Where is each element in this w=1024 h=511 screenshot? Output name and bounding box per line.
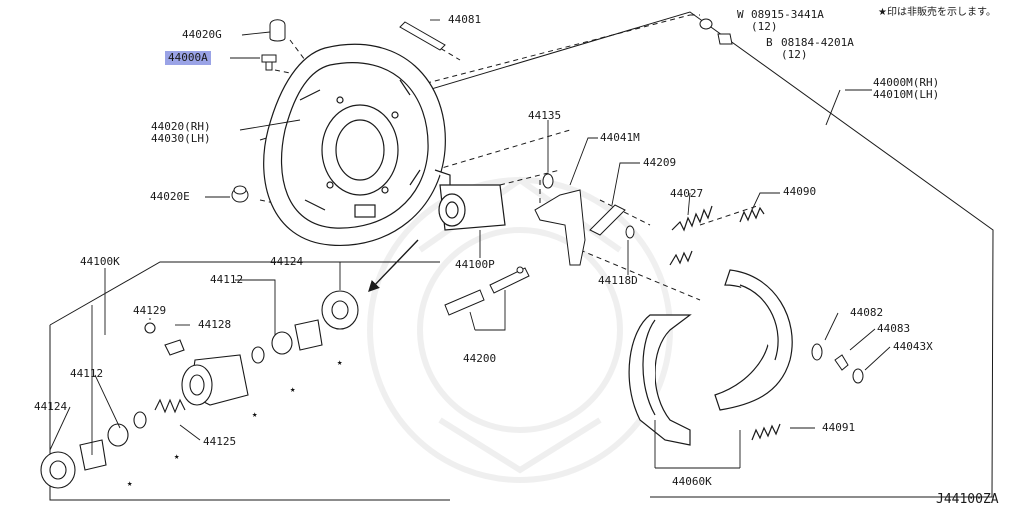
label-08184-4201a[interactable]: 08184-4201A [781,36,854,49]
assembly-arrow [368,239,419,293]
leader-lines [49,19,891,469]
spring-lower [669,250,693,266]
label-44135[interactable]: 44135 [528,109,562,122]
label-44091[interactable]: 44091 [822,421,856,434]
qty-08915: (12) [751,20,778,33]
parking-lever [534,189,586,266]
qty-08184: (12) [781,48,808,61]
not-sold-note: ★印は非販売を示します。 [878,7,996,18]
brake-shoe-front [628,314,692,446]
dashed-guides [259,14,761,301]
washer-08915 [699,18,713,30]
label-44020-rh[interactable]: 44020(RH) [151,120,211,133]
clip-44135 [542,173,554,189]
label-44041m[interactable]: 44041M [600,131,640,144]
hold-down-parts [811,343,864,384]
brake-shoe-rear [714,269,793,411]
label-44027[interactable]: 44027 [670,187,704,200]
adjuster-assembly [444,266,530,316]
label-44000a[interactable]: 44000A [165,51,211,65]
not-sold-star: ★ [252,410,258,420]
label-44020g[interactable]: 44020G [182,28,222,41]
label-44124-top[interactable]: 44124 [270,255,304,268]
label-44090[interactable]: 44090 [783,185,817,198]
spring-44091 [751,423,781,441]
bolt-mark-b: B [766,36,773,49]
label-44010m-lh[interactable]: 44010M(LH) [873,88,940,101]
backing-plate [263,43,446,246]
diagram-code: J44100ZA [936,492,999,507]
label-44082[interactable]: 44082 [850,306,884,319]
label-08915-3441a[interactable]: 08915-3441A [751,8,824,21]
label-44128[interactable]: 44128 [198,318,232,331]
label-44030-lh[interactable]: 44030(LH) [151,132,211,145]
label-44020e[interactable]: 44020E [150,190,190,203]
label-44100p[interactable]: 44100P [455,258,495,271]
washer-mark-w: W [737,8,744,21]
watermark-crest [367,176,673,483]
label-44112-left[interactable]: 44112 [70,367,104,380]
kit-parts [40,290,359,489]
washer-44118d [625,225,635,239]
label-44129[interactable]: 44129 [133,304,167,317]
label-44100k[interactable]: 44100K [80,255,120,268]
wheel-cylinder [434,169,506,231]
not-sold-star: ★ [290,385,296,395]
assembly-outline [49,11,994,501]
spring-44027 [671,205,713,232]
label-44200[interactable]: 44200 [463,352,497,365]
label-44124-left[interactable]: 44124 [34,400,68,413]
label-44125[interactable]: 44125 [203,435,237,448]
not-sold-star: ★ [174,452,180,462]
label-44112-top[interactable]: 44112 [210,273,244,286]
bolt-44000a [261,54,277,71]
label-44081[interactable]: 44081 [448,13,482,26]
not-sold-star: ★ [127,479,133,489]
label-44043x[interactable]: 44043X [893,340,933,353]
strut-44209 [589,204,626,236]
label-44000m-rh[interactable]: 44000M(RH) [873,76,940,89]
label-44209[interactable]: 44209 [643,156,677,169]
plug-44020e [231,185,249,203]
label-44083[interactable]: 44083 [877,322,911,335]
not-sold-star: ★ [337,358,343,368]
label-44118d[interactable]: 44118D [598,274,638,287]
label-44060k[interactable]: 44060K [672,475,712,488]
bolt-08184 [717,33,733,45]
adjuster-plug [269,19,286,42]
retaining-pin [399,21,446,51]
